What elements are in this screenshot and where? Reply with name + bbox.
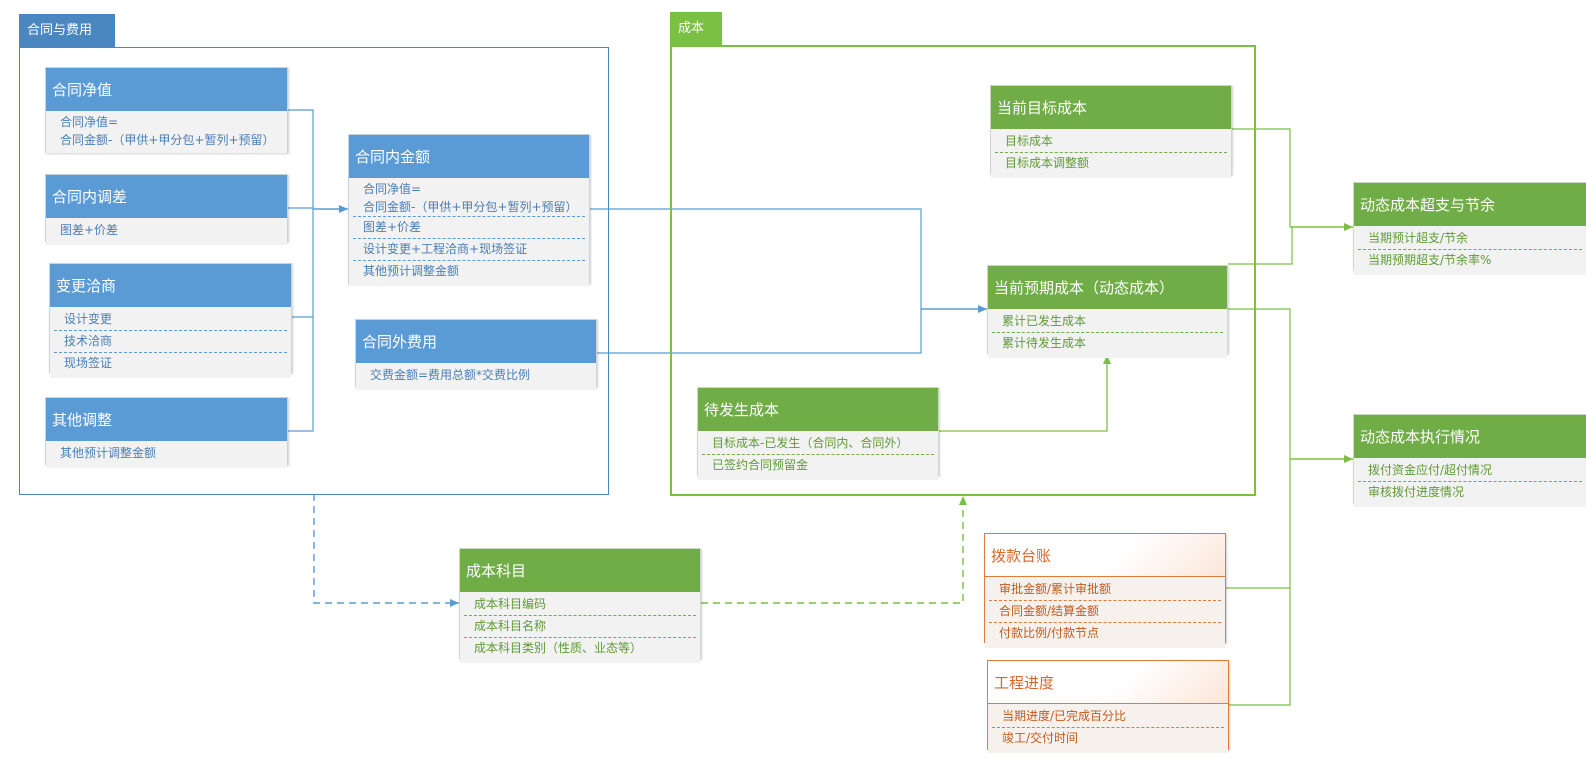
node-external-fee[interactable]: 合同外费用 交费金额=费用总额*交费比例 xyxy=(355,319,597,390)
node-cost-subject-item: 成本科目名称 xyxy=(474,619,547,633)
node-change-nego[interactable]: 变更洽商 设计变更 技术洽商 现场签证 xyxy=(49,263,292,378)
group-cost-label: 成本 xyxy=(670,12,722,45)
node-internal-amount-item: 图差+价差 xyxy=(363,220,422,234)
node-pending-cost-title: 待发生成本 xyxy=(698,388,938,431)
node-payment-ledger-title: 拨款台账 xyxy=(985,534,1225,577)
connector-group-to-subject xyxy=(313,494,459,607)
node-payment-ledger[interactable]: 拨款台账 审批金额/累计审批额 合同金额/结算金额 付款比例/付款节点 xyxy=(984,533,1226,648)
node-expected-cost-item: 累计已发生成本 xyxy=(1002,314,1087,328)
group-cost-frame xyxy=(670,45,1256,496)
node-change-nego-item: 设计变更 xyxy=(64,312,113,326)
node-target-cost[interactable]: 当前目标成本 目标成本 目标成本调整额 xyxy=(990,85,1232,178)
node-expected-cost-item: 累计待发生成本 xyxy=(1002,336,1087,350)
connector-net-value xyxy=(288,109,314,432)
node-internal-amount-title: 合同内金额 xyxy=(349,135,589,178)
node-internal-diff[interactable]: 合同内调差 图差+价差 xyxy=(45,174,288,245)
connector-subject-to-cost xyxy=(701,496,967,604)
node-pending-cost[interactable]: 待发生成本 目标成本-已发生（合同内、合同外） 已签约合同预留金 xyxy=(697,387,939,480)
group-contract-fees-label: 合同与费用 xyxy=(19,14,115,47)
node-cost-subject[interactable]: 成本科目 成本科目编码 成本科目名称 成本科目类别（性质、业态等） xyxy=(459,548,701,663)
node-overspend[interactable]: 动态成本超支与节余 当期预计超支/节余 当期预期超支/节余率% xyxy=(1353,182,1586,275)
connector-internal-amount-out xyxy=(590,208,922,354)
node-target-cost-item: 目标成本调整额 xyxy=(1005,156,1090,170)
node-overspend-item: 当期预期超支/节余率% xyxy=(1368,253,1492,267)
node-overspend-title: 动态成本超支与节余 xyxy=(1354,183,1586,226)
node-net-value-item: 合同净值= 合同金额-（甲供+甲分包+暂列+预留） xyxy=(60,115,275,147)
node-pending-cost-item: 目标成本-已发生（合同内、合同外） xyxy=(712,436,909,450)
node-cost-subject-item: 成本科目类别（性质、业态等） xyxy=(474,641,643,655)
node-payment-ledger-item: 合同金额/结算金额 xyxy=(999,604,1100,618)
node-internal-amount-item: 合同净值= 合同金额-（甲供+甲分包+暂列+预留） xyxy=(363,182,578,214)
connector-target-out xyxy=(1232,128,1291,227)
node-internal-diff-title: 合同内调差 xyxy=(46,175,287,218)
node-other-adjust-item: 其他预计调整金额 xyxy=(60,446,157,460)
node-execution-title: 动态成本执行情况 xyxy=(1354,415,1586,458)
node-payment-ledger-item: 付款比例/付款节点 xyxy=(999,626,1100,640)
node-cost-subject-title: 成本科目 xyxy=(460,549,700,592)
node-net-value-title: 合同净值 xyxy=(46,68,287,111)
node-target-cost-item: 目标成本 xyxy=(1005,134,1054,148)
connector-expected-out xyxy=(1228,227,1293,265)
node-execution-item: 审核拨付进度情况 xyxy=(1368,485,1465,499)
node-progress-title: 工程进度 xyxy=(988,661,1228,704)
node-cost-subject-item: 成本科目编码 xyxy=(474,597,547,611)
node-internal-diff-item: 图差+价差 xyxy=(60,223,119,237)
node-internal-amount[interactable]: 合同内金额 合同净值= 合同金额-（甲供+甲分包+暂列+预留） 图差+价差 设计… xyxy=(348,134,590,286)
node-execution[interactable]: 动态成本执行情况 拨付资金应付/超付情况 审核拨付进度情况 xyxy=(1353,414,1586,507)
node-internal-amount-item: 设计变更+工程洽商+现场签证 xyxy=(363,242,528,256)
node-external-fee-item: 交费金额=费用总额*交费比例 xyxy=(370,368,531,382)
node-other-adjust-title: 其他调整 xyxy=(46,398,287,441)
node-net-value[interactable]: 合同净值 合同净值= 合同金额-（甲供+甲分包+暂列+预留） xyxy=(45,67,288,153)
node-expected-cost-title: 当前预期成本（动态成本） xyxy=(988,266,1227,309)
node-change-nego-item: 现场签证 xyxy=(64,356,113,370)
node-progress-item: 当期进度/已完成百分比 xyxy=(1002,709,1127,723)
node-other-adjust[interactable]: 其他调整 其他预计调整金额 xyxy=(45,397,288,468)
node-internal-amount-item: 其他预计调整金额 xyxy=(363,264,460,278)
group-contract-fees-frame xyxy=(19,47,609,495)
node-change-nego-item: 技术洽商 xyxy=(64,334,113,348)
node-progress-item: 竣工/交付时间 xyxy=(1002,731,1079,745)
node-overspend-item: 当期预计超支/节余 xyxy=(1368,231,1469,245)
connector-pending-to-expected xyxy=(939,355,1111,432)
node-change-nego-title: 变更洽商 xyxy=(50,264,291,307)
connector-expected-to-exec xyxy=(1228,308,1291,706)
node-expected-cost[interactable]: 当前预期成本（动态成本） 累计已发生成本 累计待发生成本 xyxy=(987,265,1228,358)
node-progress[interactable]: 工程进度 当期进度/已完成百分比 竣工/交付时间 xyxy=(987,660,1229,753)
node-pending-cost-item: 已签约合同预留金 xyxy=(712,458,809,472)
node-external-fee-title: 合同外费用 xyxy=(356,320,596,363)
node-payment-ledger-item: 审批金额/累计审批额 xyxy=(999,582,1112,596)
node-execution-item: 拨付资金应付/超付情况 xyxy=(1368,463,1493,477)
node-target-cost-title: 当前目标成本 xyxy=(991,86,1231,129)
